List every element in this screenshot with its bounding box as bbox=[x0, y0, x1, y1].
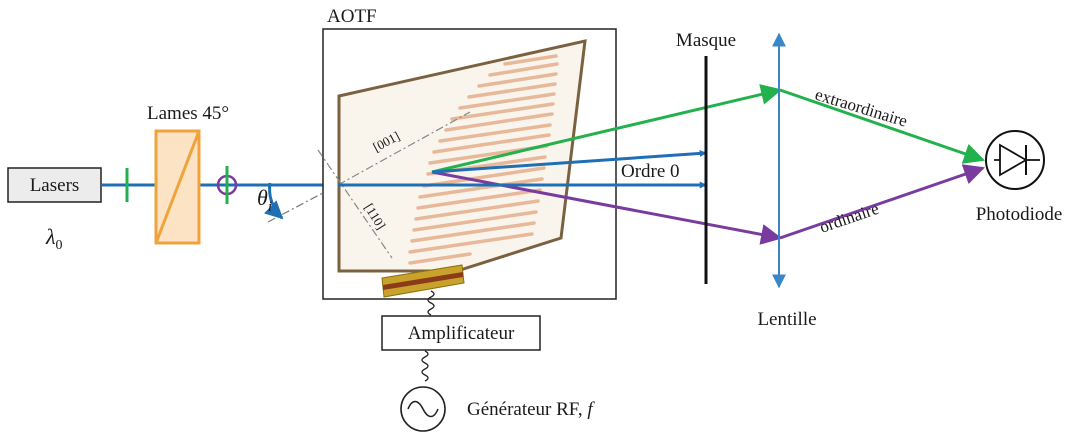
blue-upper-beam bbox=[431, 149, 707, 174]
transducer-core bbox=[383, 272, 463, 290]
waveplate-diagonal bbox=[154, 130, 201, 244]
lasers-label: Lasers bbox=[30, 175, 80, 196]
green-beam-1 bbox=[431, 84, 783, 174]
amplifier-label: Amplificateur bbox=[408, 323, 515, 344]
generator-label: Générateur RF, f bbox=[467, 399, 595, 420]
mask-label: Masque bbox=[676, 30, 736, 51]
ordre0-label: Ordre 0 bbox=[621, 161, 680, 182]
photodiode-label: Photodiode bbox=[976, 204, 1063, 225]
theta-label: θi bbox=[257, 185, 272, 215]
aotf-label: AOTF bbox=[327, 6, 377, 27]
lens-label: Lentille bbox=[757, 309, 816, 330]
ordinaire-label: ordinaire bbox=[817, 199, 881, 237]
axis-001 bbox=[337, 111, 471, 186]
amplifier-box bbox=[381, 315, 541, 351]
photodiode-icon bbox=[985, 130, 1045, 190]
green-beam-2 bbox=[779, 88, 985, 164]
purple-beam-2 bbox=[779, 164, 985, 240]
sine-wave-icon bbox=[400, 386, 446, 432]
purple-beam-1 bbox=[431, 170, 783, 245]
axis-110 bbox=[317, 149, 393, 259]
lasers-box bbox=[7, 167, 102, 203]
lambda-label: λ0 bbox=[45, 224, 63, 253]
theta-arc bbox=[264, 182, 284, 220]
rf-wire-bottom bbox=[421, 350, 429, 382]
lames-label: Lames 45° bbox=[147, 103, 229, 124]
rf-wire-top bbox=[427, 290, 435, 316]
